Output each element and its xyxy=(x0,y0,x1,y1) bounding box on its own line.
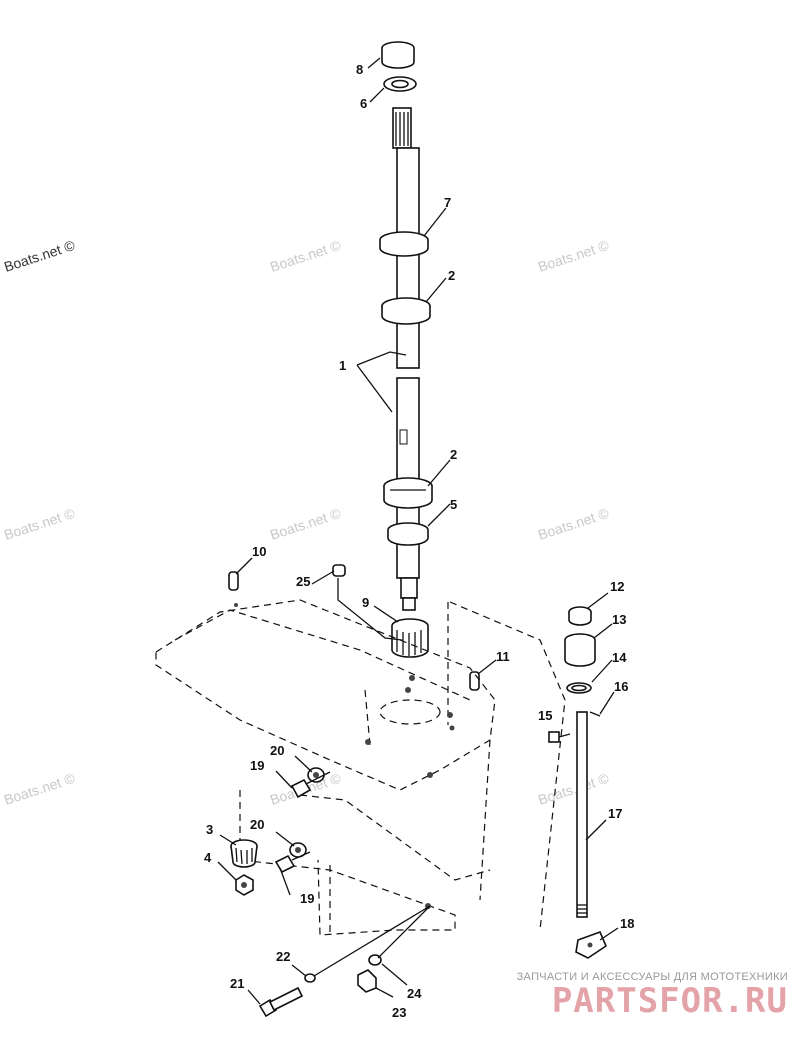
callout-5: 5 xyxy=(450,497,457,512)
watermark-text: Boats.net © xyxy=(268,237,343,275)
callout-24: 24 xyxy=(407,986,422,1001)
callout-1: 1 xyxy=(339,358,346,373)
callout-2-lower: 2 xyxy=(450,447,457,462)
callout-19-lower: 19 xyxy=(300,891,314,906)
watermark-text: Boats.net © xyxy=(268,505,343,543)
part-3-pinion-gear xyxy=(230,839,258,868)
callout-labels: 1 2 2 3 4 5 6 7 8 9 10 11 12 13 14 15 16… xyxy=(204,62,634,1020)
watermark-text: Boats.net © xyxy=(2,505,77,543)
callout-6: 6 xyxy=(360,96,367,111)
watermark-text: Boats.net © xyxy=(2,237,77,275)
callout-11: 11 xyxy=(496,649,510,664)
leader-lines xyxy=(217,57,619,1005)
part-13-bushing xyxy=(564,633,596,667)
callout-13: 13 xyxy=(612,612,626,627)
part-8-bushing xyxy=(381,41,415,69)
part-10-dowel-pin xyxy=(228,571,239,591)
part-18-shift-cam xyxy=(575,930,607,959)
callout-2-upper: 2 xyxy=(448,268,455,283)
part-16-clip xyxy=(589,711,601,717)
part-12-seal xyxy=(568,606,592,626)
callout-21: 21 xyxy=(230,976,244,991)
part-11-dowel-pin xyxy=(469,671,480,691)
watermark-text: Boats.net © xyxy=(2,770,77,808)
callout-18: 18 xyxy=(620,916,634,931)
callout-16: 16 xyxy=(614,679,628,694)
partsfor-branding: ЗАПЧАСТИ И АКСЕССУАРЫ ДЛЯ МОТОТЕХНИКИ PA… xyxy=(517,971,788,1019)
part-22-gasket xyxy=(304,973,316,983)
part-5-ring xyxy=(387,522,429,546)
part-6-washer xyxy=(383,76,417,92)
part-19-bolt-upper xyxy=(290,771,331,799)
part-25-nut xyxy=(332,564,346,577)
callout-14: 14 xyxy=(612,650,627,665)
part-4-nut xyxy=(235,874,254,896)
callout-9: 9 xyxy=(362,595,369,610)
callout-20-upper: 20 xyxy=(270,743,284,758)
callout-3: 3 xyxy=(206,822,213,837)
watermarks: Boats.net © Boats.net © Boats.net © Boat… xyxy=(2,237,611,808)
callout-10: 10 xyxy=(252,544,266,559)
part-15-bolt xyxy=(548,731,571,743)
watermark-text: Boats.net © xyxy=(536,770,611,808)
part-20-washer-lower xyxy=(289,842,307,858)
part-2-bearing-upper xyxy=(381,297,431,325)
watermark-text: Boats.net © xyxy=(536,237,611,275)
callout-15: 15 xyxy=(538,708,552,723)
part-21-drain-bolt xyxy=(258,986,304,1018)
callout-23: 23 xyxy=(392,1005,406,1020)
callout-17: 17 xyxy=(608,806,622,821)
callout-20-lower: 20 xyxy=(250,817,264,832)
part-9-needle-bearing xyxy=(391,618,429,658)
part-14-o-ring xyxy=(566,682,592,694)
part-17-shift-rod xyxy=(576,711,588,918)
callout-4: 4 xyxy=(204,850,212,865)
callout-12: 12 xyxy=(610,579,624,594)
callout-19-upper: 19 xyxy=(250,758,264,773)
brand-subtitle: ЗАПЧАСТИ И АКСЕССУАРЫ ДЛЯ МОТОТЕХНИКИ xyxy=(516,971,788,983)
part-7-ring xyxy=(379,231,429,257)
callout-7: 7 xyxy=(444,195,451,210)
part-23-plug xyxy=(357,969,377,993)
watermark-text: Boats.net © xyxy=(536,505,611,543)
callout-22: 22 xyxy=(276,949,290,964)
callout-25: 25 xyxy=(296,574,310,589)
part-2-bearing-lower xyxy=(383,477,433,509)
brand-logo: PARTSFOR.RU xyxy=(551,981,788,1021)
callout-8: 8 xyxy=(356,62,363,77)
